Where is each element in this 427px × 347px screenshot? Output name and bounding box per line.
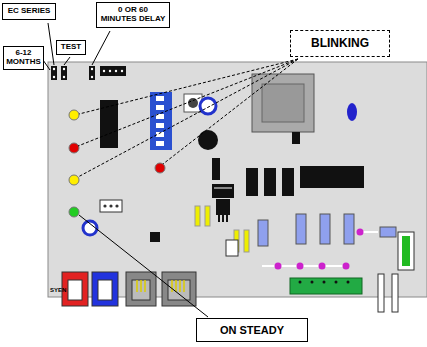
callout-text: EC SERIES <box>8 7 51 16</box>
terminal-block <box>290 278 362 294</box>
callout-text: TEST <box>61 43 81 52</box>
white-parts <box>378 274 398 312</box>
callout-text: BLINKING <box>311 37 369 50</box>
white-connector <box>100 200 122 212</box>
fuse <box>398 232 414 270</box>
led-state-callout: BLINKING <box>290 30 390 57</box>
yellow-capacitors <box>195 206 249 252</box>
leader-lines <box>43 23 208 317</box>
jumper-callout: EC SERIES <box>2 3 56 20</box>
dip-switch <box>150 92 172 150</box>
black-parts <box>246 132 364 196</box>
black-part <box>212 158 220 180</box>
blue-capacitor <box>347 103 357 121</box>
eight-pin-chip <box>100 66 126 76</box>
rj-connectors <box>62 272 196 306</box>
board-marking: SYEN <box>50 287 66 293</box>
black-capacitor <box>198 130 218 150</box>
jumper-callout: TEST <box>56 40 86 55</box>
circuit-board <box>48 62 427 297</box>
resistors <box>258 214 396 270</box>
ic-chip <box>100 100 118 148</box>
jumpers <box>51 66 95 80</box>
jumper-callout: 6-12 MONTHS <box>3 46 44 70</box>
transformer <box>252 74 314 132</box>
callout-text: 0 OR 60 MINUTES DELAY <box>100 6 166 24</box>
white-part <box>226 240 238 256</box>
callout-text: 6-12 MONTHS <box>6 49 41 67</box>
black-part <box>150 232 160 242</box>
blue-ring <box>200 98 216 114</box>
dashed-leader-lines <box>78 59 298 177</box>
callout-text: ON STEADY <box>220 324 284 336</box>
jumper-callout: 0 OR 60 MINUTES DELAY <box>96 2 170 28</box>
regulator <box>212 184 234 222</box>
led-state-callout: ON STEADY <box>196 318 308 342</box>
